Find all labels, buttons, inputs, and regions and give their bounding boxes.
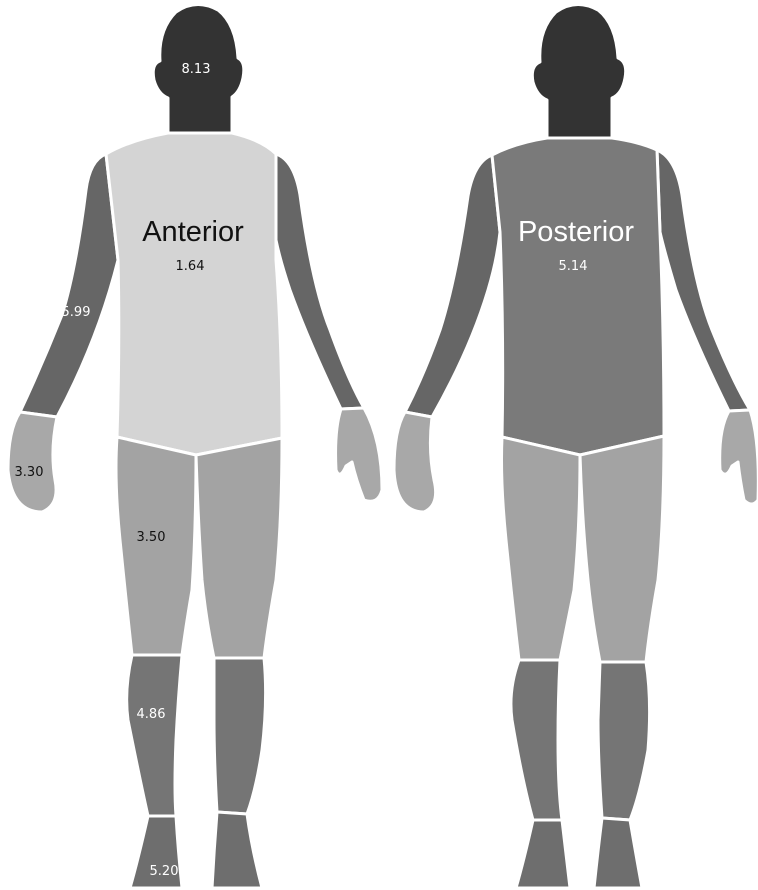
posterior-left-foot-region	[516, 820, 570, 888]
posterior-right-foot-region	[594, 818, 642, 888]
posterior-right-thigh-region	[580, 436, 664, 662]
thigh-value-label: 3.50	[137, 530, 166, 545]
anterior-right-lower-leg-region	[214, 658, 266, 814]
anterior-view-label: Anterior	[142, 216, 244, 248]
posterior-right-lower-leg-region	[598, 662, 650, 820]
posterior-left-lower-leg-region	[511, 660, 562, 820]
anterior-right-hand-region	[336, 408, 382, 501]
trunk-posterior-value-label: 5.14	[559, 259, 588, 274]
posterior-trunk-region	[492, 138, 664, 455]
anterior-trunk-region	[106, 133, 282, 455]
arm-value-label: 5.99	[62, 305, 91, 320]
lower-leg-value-label: 4.86	[137, 707, 166, 722]
hand-value-label: 3.30	[15, 465, 44, 480]
anterior-right-arm-region	[276, 154, 364, 409]
posterior-right-arm-region	[657, 150, 750, 411]
trunk-anterior-value-label: 1.64	[176, 259, 205, 274]
anterior-left-arm-region	[20, 154, 118, 417]
anterior-left-hand-region	[8, 412, 57, 512]
posterior-right-hand-region	[720, 410, 758, 504]
anterior-left-thigh-region	[116, 437, 196, 655]
foot-value-label: 5.20	[150, 864, 179, 879]
head-value-label: 8.13	[182, 62, 211, 77]
anterior-right-foot-region	[212, 812, 262, 888]
anterior-figure	[8, 4, 382, 888]
posterior-left-hand-region	[394, 412, 436, 512]
posterior-left-arm-region	[405, 155, 500, 417]
posterior-left-thigh-region	[502, 437, 581, 660]
posterior-figure	[394, 4, 758, 888]
anterior-right-thigh-region	[196, 438, 282, 658]
posterior-head-region	[532, 4, 625, 138]
posterior-view-label: Posterior	[518, 216, 634, 248]
anterior-left-lower-leg-region	[127, 655, 182, 816]
